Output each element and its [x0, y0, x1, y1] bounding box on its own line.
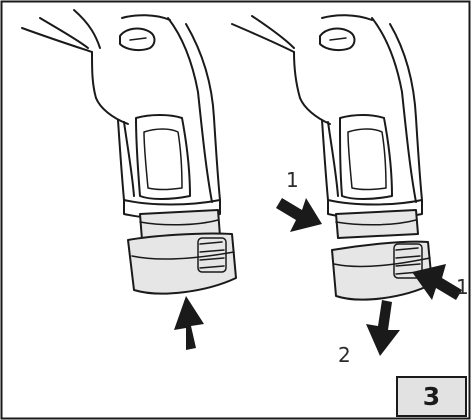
figure-number-badge: 3 [396, 376, 467, 417]
arrow-down-icon [366, 300, 400, 356]
callout-press-left: 1 [286, 168, 299, 192]
callout-press-right: 1 [456, 275, 469, 299]
callout-pull: 2 [338, 343, 351, 367]
arrow-up-icon [174, 296, 204, 350]
arrow-right-icon [276, 198, 322, 232]
drill-right [231, 14, 433, 301]
drill-left [21, 9, 237, 295]
arrow-left-icon [412, 264, 462, 300]
